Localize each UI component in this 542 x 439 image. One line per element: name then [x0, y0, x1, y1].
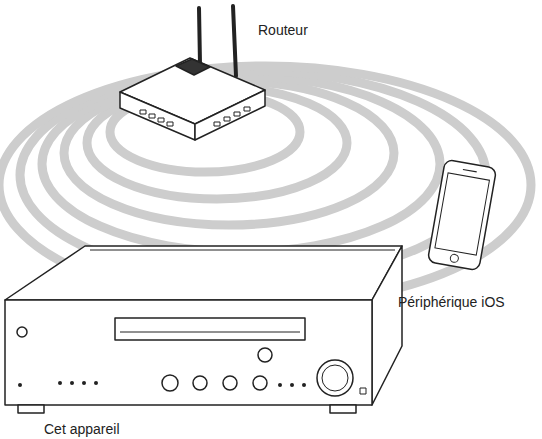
device-label: Cet appareil [44, 421, 120, 437]
phone-symbol [427, 159, 496, 270]
wireless-rings [0, 66, 531, 304]
receiver-symbol [5, 246, 402, 413]
device-label: Périphérique iOS [398, 294, 505, 310]
router-symbol [120, 6, 265, 140]
device-label: Routeur [258, 22, 308, 38]
